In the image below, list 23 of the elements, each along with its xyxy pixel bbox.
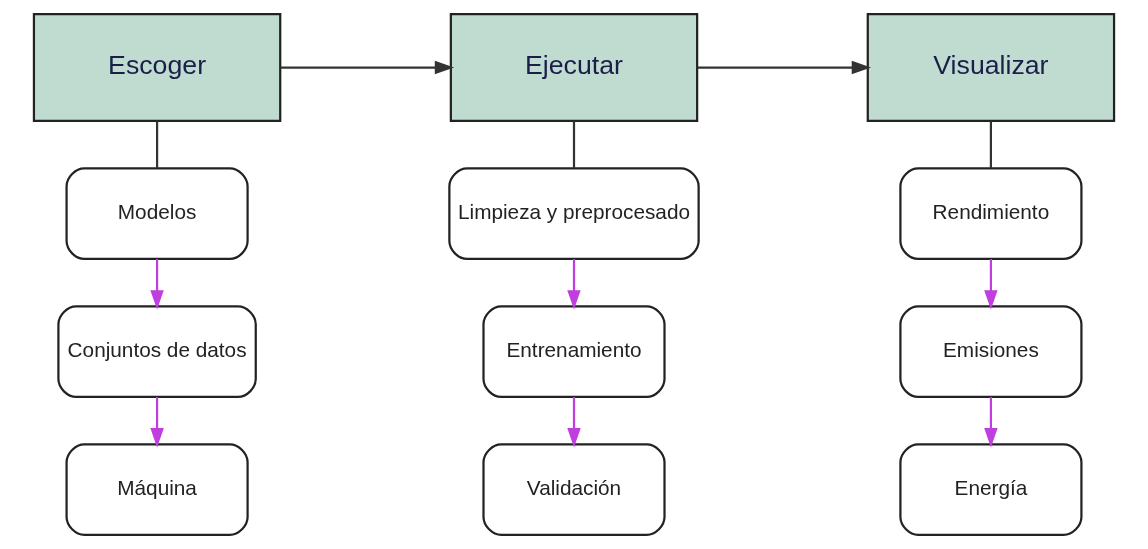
arrow bbox=[280, 60, 455, 75]
arrow bbox=[984, 397, 998, 448]
arrow bbox=[697, 60, 872, 75]
node-box: Conjuntos de datos bbox=[57, 305, 257, 398]
node-box: Máquina bbox=[65, 443, 249, 536]
node-box: Energía bbox=[899, 443, 1083, 536]
node-box: Visualizar bbox=[866, 13, 1116, 123]
node-box: Emisiones bbox=[899, 305, 1083, 398]
node-box: Ejecutar bbox=[449, 13, 699, 123]
node-box: Validación bbox=[482, 443, 666, 536]
arrow bbox=[567, 259, 581, 310]
arrow bbox=[150, 259, 164, 310]
node-box: Escoger bbox=[32, 13, 282, 123]
node-box: Modelos bbox=[65, 167, 249, 261]
connector bbox=[155, 121, 159, 169]
connector bbox=[572, 121, 576, 169]
connector bbox=[989, 121, 993, 169]
node-box: Rendimiento bbox=[899, 167, 1083, 261]
arrow bbox=[984, 259, 998, 310]
arrow bbox=[567, 397, 581, 448]
arrow bbox=[150, 397, 164, 448]
node-box: Limpieza y preprocesado bbox=[448, 167, 700, 261]
node-box: Entrenamiento bbox=[482, 305, 666, 398]
